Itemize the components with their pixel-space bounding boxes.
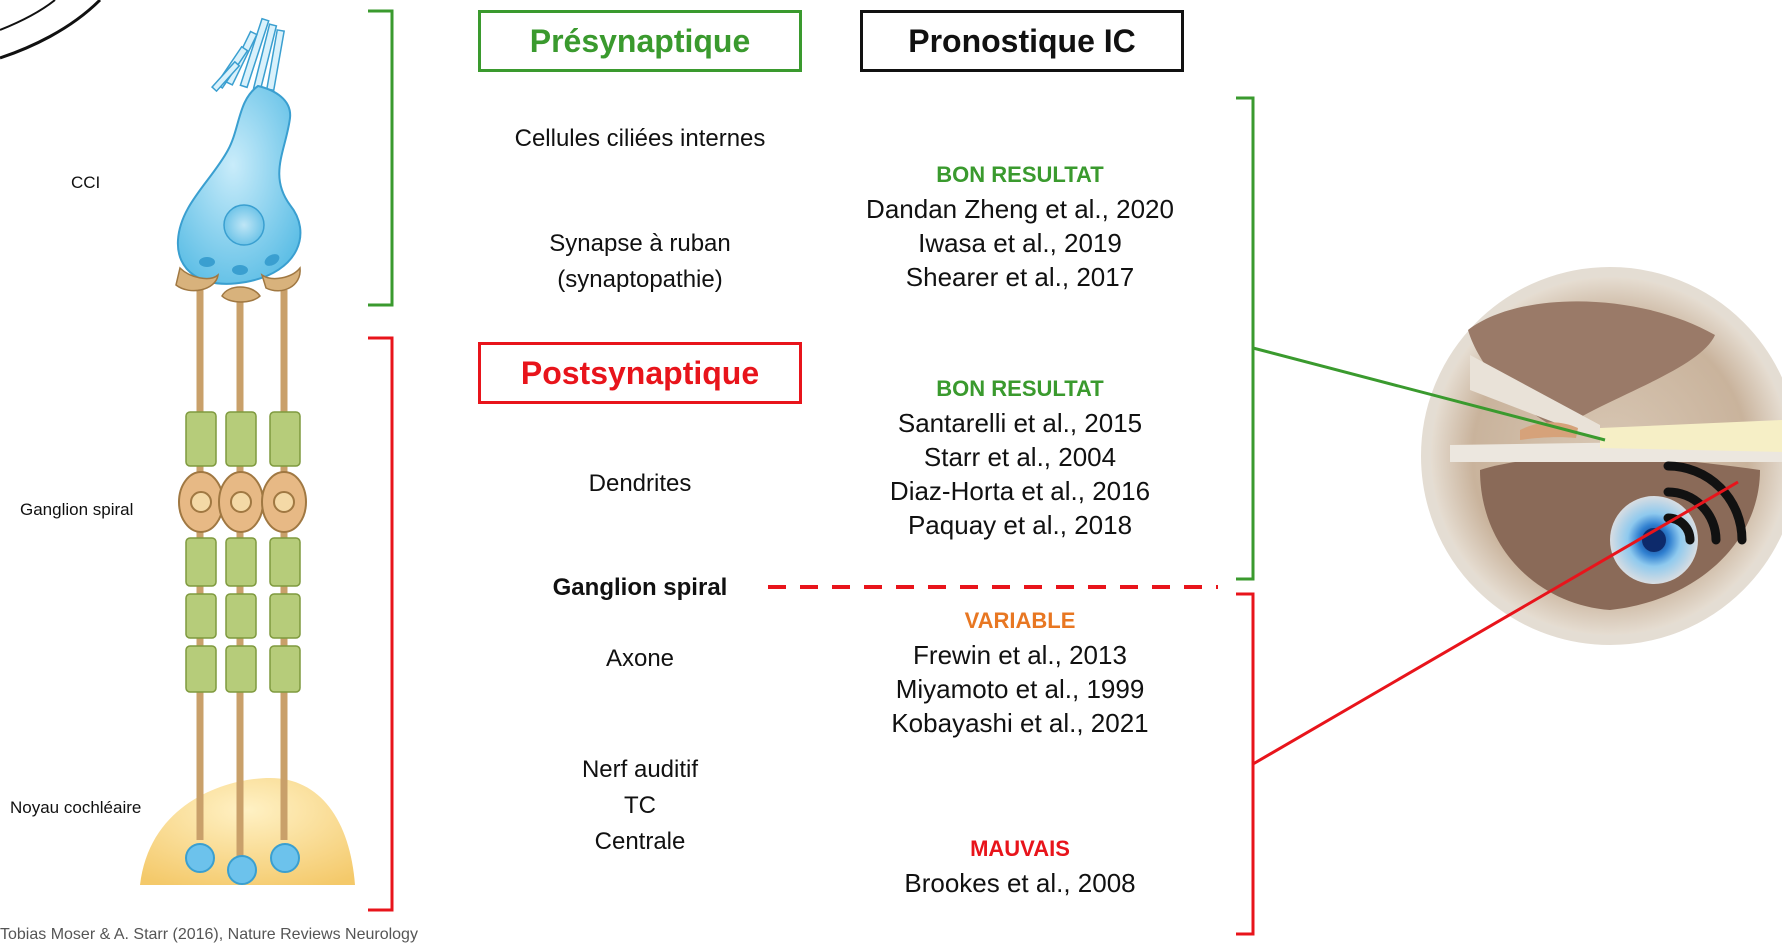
- reference-item: Kobayashi et al., 2021: [891, 708, 1149, 738]
- text-ganglion-spiral-mid: Ganglion spiral: [552, 574, 728, 601]
- group-good-postsynaptic: BON RESULTAT Santarelli et al., 2015 Sta…: [830, 376, 1210, 542]
- label-ganglion-spiral: Ganglion spiral: [20, 500, 134, 519]
- reference-item: Brookes et al., 2008: [904, 868, 1136, 898]
- bracket-presynaptic-left: [368, 9, 394, 307]
- group-heading: MAUVAIS: [970, 836, 1070, 861]
- group-heading: BON RESULTAT: [936, 376, 1104, 401]
- group-variable: VARIABLE Frewin et al., 2013 Miyamoto et…: [830, 608, 1210, 740]
- pronostic-header-text: Pronostique IC: [908, 22, 1136, 59]
- hair-cell-nucleus: [223, 204, 265, 246]
- signal-waves-icon: [1663, 461, 1747, 545]
- source-caption: Tobias Moser & A. Starr (2016), Nature R…: [0, 926, 418, 943]
- outline-fragment: [0, 0, 102, 60]
- connector-good: [1252, 346, 1606, 442]
- group-mauvais: MAUVAIS Brookes et al., 2008: [830, 836, 1210, 900]
- reference-item: Shearer et al., 2017: [905, 262, 1135, 292]
- presynaptic-header-box: Présynaptique: [478, 10, 802, 72]
- text-cellules-ciliees: Cellules ciliées internes: [514, 125, 766, 152]
- pronostic-header-box: Pronostique IC: [860, 10, 1184, 72]
- reference-item: Dandan Zheng et al., 2020: [866, 194, 1174, 224]
- bracket-good-right: [1236, 96, 1255, 581]
- bracket-bad-right: [1236, 592, 1255, 936]
- stereocilia: [210, 17, 286, 93]
- group-heading: VARIABLE: [964, 608, 1076, 633]
- connector-bad: [1252, 480, 1739, 766]
- text-axone: Axone: [605, 645, 675, 672]
- bracket-postsynaptic-left: [368, 336, 394, 912]
- text-dendrites: Dendrites: [588, 470, 692, 497]
- text-synaptopathie: (synaptopathie): [557, 266, 723, 293]
- cochlea-cross-section: [1421, 267, 1782, 645]
- label-noyau-cochleaire: Noyau cochléaire: [10, 798, 142, 817]
- reference-item: Diaz-Horta et al., 2016: [889, 476, 1151, 506]
- myelin-segments: [185, 411, 301, 693]
- reference-item: Starr et al., 2004: [923, 442, 1117, 472]
- inner-hair-cell-body: [176, 84, 302, 285]
- reference-item: Santarelli et al., 2015: [897, 408, 1143, 438]
- presynaptic-header-text: Présynaptique: [529, 22, 751, 59]
- reference-item: Miyamoto et al., 1999: [895, 674, 1145, 704]
- text-nerf-auditif: Nerf auditif: [581, 756, 699, 783]
- text-tc: TC: [624, 792, 656, 819]
- group-good-presynaptic: BON RESULTAT Dandan Zheng et al., 2020 I…: [830, 162, 1210, 294]
- postsynaptic-header-box: Postsynaptique: [478, 342, 802, 404]
- text-centrale: Centrale: [594, 828, 686, 855]
- neuron-illustration: [140, 17, 355, 885]
- group-heading: BON RESULTAT: [936, 162, 1104, 187]
- text-synapse-ruban: Synapse à ruban: [549, 230, 731, 257]
- reference-item: Iwasa et al., 2019: [918, 228, 1122, 258]
- postsynaptic-header-text: Postsynaptique: [520, 354, 760, 391]
- reference-item: Frewin et al., 2013: [913, 640, 1127, 670]
- reference-item: Paquay et al., 2018: [907, 510, 1133, 540]
- label-cci: CCI: [71, 173, 101, 192]
